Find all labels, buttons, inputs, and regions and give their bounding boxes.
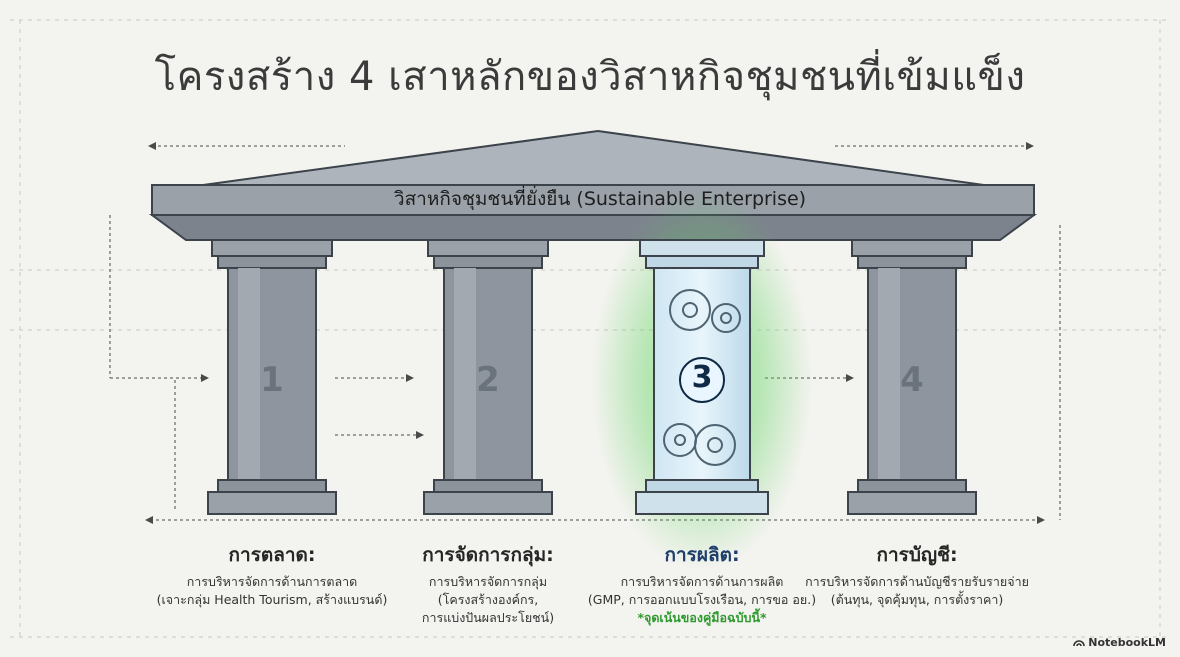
notebooklm-icon <box>1072 640 1085 647</box>
pillar-3-number-badge <box>679 357 725 403</box>
pillar-3-focus-note: *จุดเน้นของคู่มือฉบับนี้* <box>637 610 767 625</box>
gears-icon <box>663 289 741 466</box>
pillar-4 <box>847 239 977 515</box>
pillar-2-heading: การจัดการกลุ่ม: <box>422 544 554 566</box>
pediment-label: วิสาหกิจชุมชนที่ยั่งยืน (Sustainable Ent… <box>393 188 807 210</box>
arrow-heads <box>145 142 1045 524</box>
background-grid <box>10 19 1170 638</box>
pillar-4-line-2: (ต้นทุน, จุดคุ้มทุน, การตั้งราคา) <box>830 592 1004 607</box>
pillar-3-heading: การผลิต: <box>664 544 740 566</box>
pillar-1-caption: การตลาด: การบริหารจัดการด้านการตลาด (เจา… <box>127 540 417 609</box>
pillar-2-caption: การจัดการกลุ่ม: การบริหารจัดการกลุ่ม (โค… <box>343 540 633 627</box>
pillar-3-highlighted <box>592 190 812 570</box>
pillar-1-number: 1 <box>260 360 284 400</box>
pillar-1-line-2: (เจาะกลุ่ม Health Tourism, สร้างแบรนด์) <box>156 592 388 607</box>
pillar-4-heading: การบัญชี: <box>876 544 958 566</box>
pillar-2 <box>423 239 553 515</box>
pillar-4-line-1: การบริหารจัดการด้านบัญชีรายรับรายจ่าย <box>805 574 1029 589</box>
page-title: โครงสร้าง 4 เสาหลักของวิสาหกิจชุมชนที่เข… <box>154 54 1026 100</box>
pillar-1-heading: การตลาด: <box>228 544 316 566</box>
pillar-2-number: 2 <box>476 360 500 400</box>
pillar-4-caption: การบัญชี: การบริหารจัดการด้านบัญชีรายรับ… <box>772 540 1062 609</box>
pillar-2-line-3: การแบ่งปันผลประโยชน์) <box>421 610 555 625</box>
pillar-4-number: 4 <box>900 360 924 400</box>
pillar-2-line-2: (โครงสร้างองค์กร, <box>437 592 539 607</box>
pillar-3-number: 3 <box>691 360 713 395</box>
pillar-1-line-1: การบริหารจัดการด้านการตลาด <box>186 574 358 589</box>
pillar-3-line-2: (GMP, การออกแบบโรงเรือน, การขอ อย.) <box>587 592 817 607</box>
pillar-3-caption: การผลิต: การบริหารจัดการด้านการผลิต (GMP… <box>557 540 847 627</box>
brand-label: NotebookLM <box>1088 636 1166 649</box>
brand-watermark: NotebookLM <box>1072 636 1166 649</box>
pillar-2-line-1: การบริหารจัดการกลุ่ม <box>428 574 548 589</box>
pillar-3-line-1: การบริหารจัดการด้านการผลิต <box>620 574 784 589</box>
pediment <box>148 129 1038 241</box>
pillar-1 <box>207 239 337 515</box>
